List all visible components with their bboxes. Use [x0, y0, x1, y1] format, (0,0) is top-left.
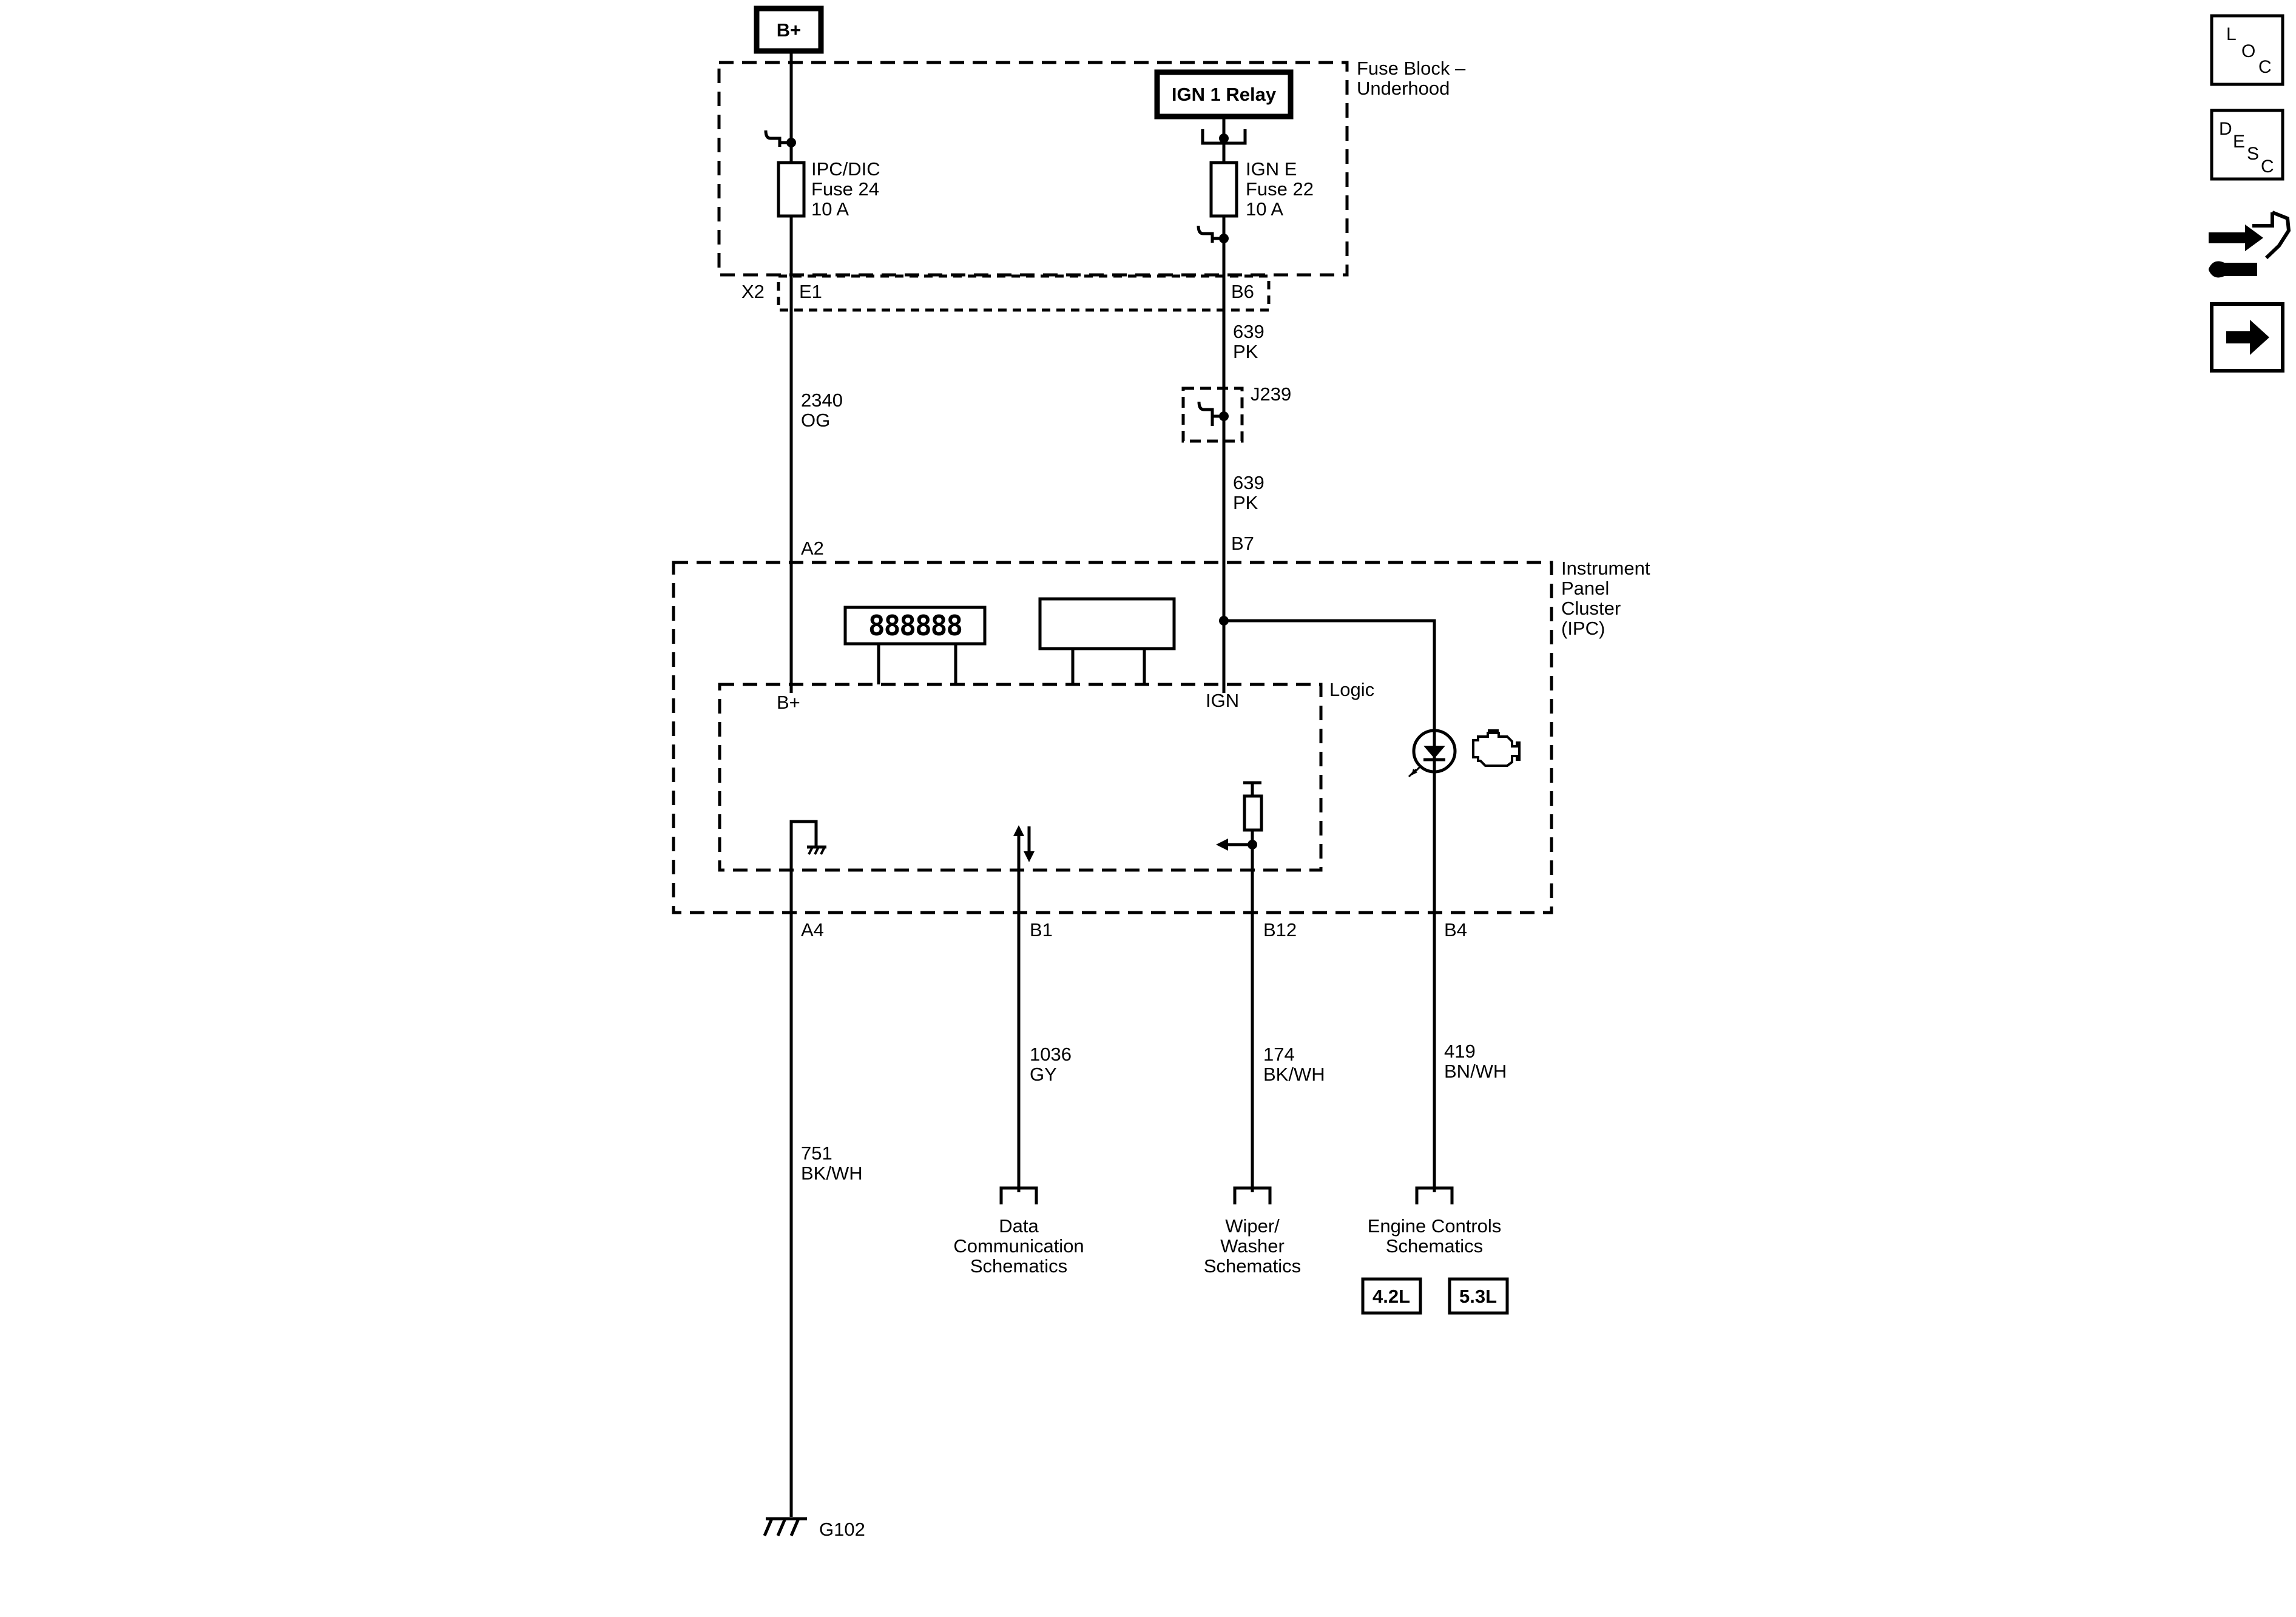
splice-j239-connector: [1197, 401, 1229, 426]
ground-g102-label: G102: [819, 1519, 865, 1540]
wiper-connector-end: [1233, 1186, 1272, 1204]
wire-639-bottom-color: PK: [1233, 492, 1258, 513]
wire-2340-circuit: 2340: [801, 390, 843, 411]
pin-b4-label: B4: [1444, 919, 1467, 940]
pin-b7-label: B7: [1231, 533, 1254, 554]
fuse-ipc-line1: IPC/DIC: [811, 158, 880, 180]
wire-639-bottom-circuit: 639: [1233, 472, 1264, 493]
battery-label: B+: [777, 19, 802, 41]
loc-letter-c: C: [2258, 57, 2272, 77]
loc-letter-l: L: [2226, 24, 2237, 44]
connector-x2-label: X2: [741, 281, 765, 302]
malfunction-indicator-lamp: [1408, 729, 1457, 778]
message-display: [1038, 597, 1176, 684]
engine-controls-schematics-link[interactable]: Engine Controls Schematics: [1368, 1215, 1502, 1257]
loc-button[interactable]: L O C: [2210, 14, 2284, 86]
wire-419-color: BN/WH: [1444, 1061, 1507, 1082]
right-arrow-icon[interactable]: [2210, 302, 2284, 373]
wiper-line2: Washer: [1220, 1235, 1285, 1257]
data-comm-line2: Communication: [953, 1235, 1084, 1257]
splice-j239-outline: [1181, 387, 1244, 443]
desc-letter-e: E: [2233, 132, 2245, 152]
fuse-ipc-line3: 10 A: [811, 198, 849, 220]
data-comm-schematics-link[interactable]: Data Communication Schematics: [953, 1215, 1084, 1277]
odometer-digits: 888888: [868, 609, 962, 642]
wire-419-circuit: 419: [1444, 1041, 1476, 1062]
wire-2340-color: OG: [801, 410, 830, 431]
engine-option-5-3l-label: 5.3L: [1459, 1286, 1497, 1307]
fuse-ign-e-symbol: [1209, 161, 1238, 218]
ground-g102-symbol: [763, 1517, 807, 1536]
fuse-ign-line1: IGN E: [1246, 158, 1297, 180]
ipc-title-line2: Panel: [1561, 578, 1609, 599]
ipc-title-line3: Cluster: [1561, 598, 1621, 619]
pin-b12-label: B12: [1263, 919, 1297, 940]
pin-b6-label: B6: [1231, 281, 1254, 302]
fuse-block-title-line2: Underhood: [1357, 78, 1450, 99]
ipc-title-line4: (IPC): [1561, 618, 1605, 639]
wiper-schematics-link[interactable]: Wiper/ Washer Schematics: [1204, 1215, 1301, 1277]
data-comm-line3: Schematics: [970, 1255, 1067, 1277]
logic-ground-symbol: [789, 820, 826, 1517]
fuse-ign-connector: [1197, 225, 1229, 243]
pin-a2-label: A2: [801, 538, 824, 559]
wire-1036-circuit: 1036: [1030, 1044, 1072, 1065]
fuse-ign-line3: 10 A: [1246, 198, 1283, 220]
fuse-ipc-dic-symbol: [777, 161, 806, 218]
wire-ign-lamp-branch: [1224, 619, 1436, 1192]
engine-line2: Schematics: [1386, 1235, 1483, 1257]
desc-letter-s: S: [2247, 144, 2259, 164]
wire-639-top-color: PK: [1233, 341, 1258, 362]
fuse-block-title-line1: Fuse Block –: [1357, 58, 1466, 79]
wire-174-color: BK/WH: [1263, 1064, 1325, 1085]
wire-174-circuit: 174: [1263, 1044, 1295, 1065]
ipc-outline: [672, 561, 1553, 914]
relay-output-connector: [1201, 129, 1247, 145]
logic-label: Logic: [1329, 679, 1374, 700]
wire-751-circuit: 751: [801, 1143, 832, 1164]
relay-label: IGN 1 Relay: [1172, 84, 1277, 105]
ign1-relay-box: IGN 1 Relay: [1154, 69, 1294, 120]
fuse-ipc-connector: [764, 130, 796, 147]
engine-option-4-2l-button[interactable]: 4.2L: [1361, 1277, 1422, 1315]
engine-connector-end: [1415, 1186, 1454, 1204]
engine-option-5-3l-button[interactable]: 5.3L: [1448, 1277, 1509, 1315]
logic-bplus-label: B+: [777, 692, 800, 713]
splice-j239-label: J239: [1251, 383, 1291, 405]
wiper-input-symbol: [1216, 781, 1263, 851]
wire-751-color: BK/WH: [801, 1163, 863, 1184]
x2-connector-outline: [777, 274, 1271, 312]
engine-line1: Engine Controls: [1368, 1215, 1502, 1237]
connector-wrench-icon[interactable]: [2209, 211, 2291, 278]
battery-source-box: B+: [754, 5, 824, 54]
pin-e1-label: E1: [799, 281, 822, 302]
pin-b1-label: B1: [1030, 919, 1053, 940]
desc-button[interactable]: D E S C: [2210, 109, 2284, 181]
wire-1036-color: GY: [1030, 1064, 1057, 1085]
desc-letter-d: D: [2219, 119, 2232, 139]
fuse-ipc-line2: Fuse 24: [811, 178, 879, 200]
engine-option-4-2l-label: 4.2L: [1373, 1286, 1410, 1307]
pin-a4-label: A4: [801, 919, 824, 940]
odometer-display: 888888: [843, 606, 987, 684]
loc-letter-o: O: [2241, 41, 2255, 61]
logic-ign-label: IGN: [1206, 690, 1239, 711]
wiper-line1: Wiper/: [1225, 1215, 1280, 1237]
data-comm-line1: Data: [999, 1215, 1039, 1237]
ipc-title-line1: Instrument: [1561, 558, 1650, 579]
serial-data-icon: [1013, 825, 1035, 863]
data-comm-connector-end: [999, 1186, 1038, 1204]
wiper-line3: Schematics: [1204, 1255, 1301, 1277]
wire-639-top-circuit: 639: [1233, 321, 1264, 342]
fuse-ign-line2: Fuse 22: [1246, 178, 1314, 200]
desc-letter-c: C: [2261, 157, 2274, 177]
check-engine-icon: [1472, 729, 1521, 767]
